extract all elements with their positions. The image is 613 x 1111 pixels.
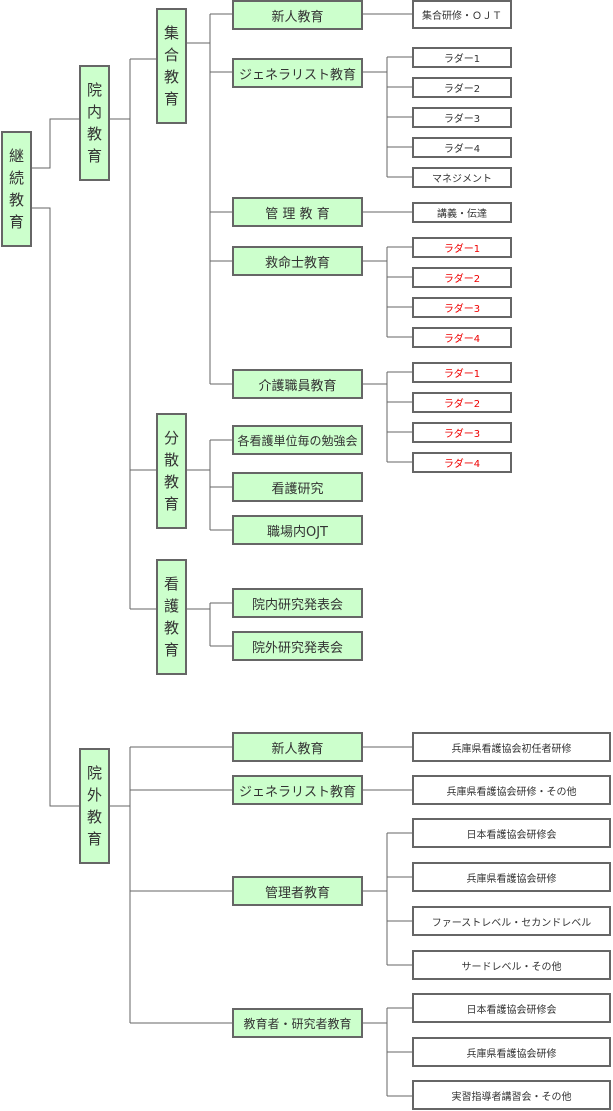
leaf-care-ladder-4: ラダー4 bbox=[412, 452, 512, 473]
node-workplace-ojt: 職場内OJT bbox=[232, 515, 363, 545]
node-label: 継続教育 bbox=[8, 147, 24, 231]
node-ext-educator-researcher-education: 教育者・研究者教育 bbox=[232, 1008, 363, 1038]
leaf-ladder-4: ラダー4 bbox=[412, 137, 512, 158]
node-ext-generalist-education: ジェネラリスト教育 bbox=[232, 775, 363, 805]
leaf-paramedic-ladder-2: ラダー2 bbox=[412, 267, 512, 288]
leaf-third-level-other: サードレベル・その他 bbox=[412, 950, 611, 980]
leaf-hyogo-new-staff-training: 兵庫県看護協会初任者研修 bbox=[412, 732, 611, 762]
leaf-paramedic-ladder-4: ラダー4 bbox=[412, 327, 512, 348]
leaf-paramedic-ladder-1: ラダー1 bbox=[412, 237, 512, 258]
node-unit-study-group: 各看護単位毎の勉強会 bbox=[232, 425, 363, 455]
node-nursing-education: 看護教育 bbox=[156, 559, 187, 675]
node-external-research-presentation: 院外研究発表会 bbox=[232, 631, 363, 661]
node-new-staff-education: 新人教育 bbox=[232, 0, 363, 30]
leaf-care-ladder-1: ラダー1 bbox=[412, 362, 512, 383]
leaf-hyogo-training-other: 兵庫県看護協会研修・その他 bbox=[412, 775, 611, 805]
node-label: 院内教育 bbox=[86, 81, 102, 165]
leaf-hyogo-training: 兵庫県看護協会研修 bbox=[412, 862, 611, 892]
node-label: 看護教育 bbox=[163, 575, 179, 659]
node-nursing-research: 看護研究 bbox=[232, 472, 363, 502]
node-in-hospital-education: 院内教育 bbox=[79, 65, 110, 181]
node-generalist-education: ジェネラリスト教育 bbox=[232, 58, 363, 88]
leaf-japan-nursing-seminar-2: 日本看護協会研修会 bbox=[412, 993, 611, 1023]
node-distributed-education: 分散教育 bbox=[156, 413, 187, 529]
node-management-education: 管 理 教 育 bbox=[232, 197, 363, 227]
leaf-ladder-3: ラダー3 bbox=[412, 107, 512, 128]
leaf-ladder-2: ラダー2 bbox=[412, 77, 512, 98]
leaf-paramedic-ladder-3: ラダー3 bbox=[412, 297, 512, 318]
leaf-hyogo-training-2: 兵庫県看護協会研修 bbox=[412, 1037, 611, 1067]
node-ext-new-staff-education: 新人教育 bbox=[232, 732, 363, 762]
node-internal-research-presentation: 院内研究発表会 bbox=[232, 588, 363, 618]
node-ext-manager-education: 管理者教育 bbox=[232, 876, 363, 906]
leaf-management: マネジメント bbox=[412, 167, 512, 188]
leaf-group-training-ojt: 集合研修・ＯＪＴ bbox=[412, 0, 512, 29]
leaf-lecture-transmission: 講義・伝達 bbox=[412, 202, 512, 223]
node-label: 分散教育 bbox=[163, 429, 179, 513]
node-continuing-education: 継続教育 bbox=[1, 131, 32, 247]
leaf-practicum-instructor-course: 実習指導者講習会・その他 bbox=[412, 1080, 611, 1110]
leaf-ladder-1: ラダー1 bbox=[412, 47, 512, 68]
leaf-care-ladder-2: ラダー2 bbox=[412, 392, 512, 413]
leaf-care-ladder-3: ラダー3 bbox=[412, 422, 512, 443]
node-label: 院外教育 bbox=[86, 764, 102, 848]
node-label: 集合教育 bbox=[163, 24, 179, 108]
node-care-worker-education: 介護職員教育 bbox=[232, 369, 363, 399]
node-external-education: 院外教育 bbox=[79, 748, 110, 864]
node-paramedic-education: 救命士教育 bbox=[232, 246, 363, 276]
leaf-japan-nursing-seminar: 日本看護協会研修会 bbox=[412, 818, 611, 848]
node-group-education: 集合教育 bbox=[156, 8, 187, 124]
leaf-first-second-level: ファーストレベル・セカンドレベル bbox=[412, 906, 611, 936]
